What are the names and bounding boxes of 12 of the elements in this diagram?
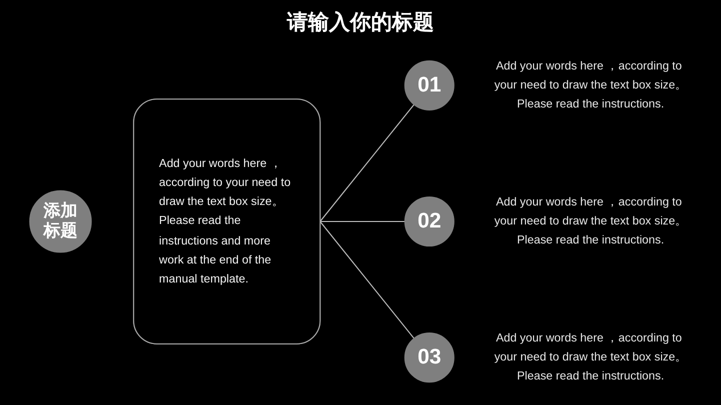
number-text: 02 bbox=[418, 209, 442, 234]
connector-line bbox=[320, 220, 405, 222]
description-text: Add your words here ，according to your need to draw the text box size。Please read the instructions. bbox=[493, 194, 688, 249]
heading-text: 添加标题 bbox=[42, 201, 78, 242]
description-text: Add your words here ，according to your need to draw the text box size。Please read the instructions. bbox=[493, 330, 688, 386]
connector-line bbox=[320, 221, 414, 339]
connector-line bbox=[320, 104, 414, 222]
panel-text: Add your words here ，according to your need to draw the text box size。Please read the instructions and more work at the end of the manual template. bbox=[159, 156, 292, 288]
description-text: Add your words here ，according to your need to draw the text box size。Please read the instructions. bbox=[493, 58, 688, 113]
number-text: 01 bbox=[418, 73, 442, 98]
title: 请输入你的标题 bbox=[287, 10, 434, 36]
number-text: 03 bbox=[418, 345, 442, 370]
